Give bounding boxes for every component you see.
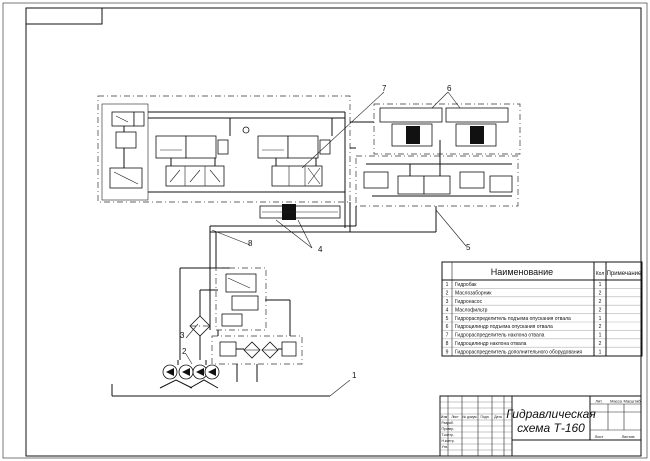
callout-leaders bbox=[185, 91, 467, 365]
spec-row-pos: 5 bbox=[446, 316, 449, 322]
title-block-label: Н.контр. bbox=[442, 439, 455, 443]
title-block-label: Провер. bbox=[442, 427, 455, 431]
pump-filter-block bbox=[189, 267, 267, 337]
spec-header-qty: Кол bbox=[596, 271, 605, 277]
spec-row-qty: 2 bbox=[599, 307, 602, 313]
spec-row-pos: 9 bbox=[446, 349, 449, 355]
spec-header-name: Наименование bbox=[491, 267, 553, 277]
spec-row-name: Маслозаборник bbox=[455, 291, 492, 297]
callout-4: 4 bbox=[318, 245, 323, 254]
tank-filter-assembly bbox=[211, 335, 303, 382]
spec-row-name: Маслофильтр bbox=[455, 307, 488, 313]
spec-row-name: Гидроцилиндр наклона отвала bbox=[455, 341, 527, 347]
spec-row-qty: 1 bbox=[599, 316, 602, 322]
pumps bbox=[159, 360, 220, 389]
callout-7: 7 bbox=[382, 84, 387, 93]
callout-1: 1 bbox=[352, 371, 357, 380]
pipework bbox=[179, 112, 437, 360]
title-block-label: Лит. bbox=[595, 399, 602, 404]
spec-row-name: Гидрораспределитель дополнительного обор… bbox=[455, 349, 582, 355]
spec-row-name: Гидронасос bbox=[455, 299, 483, 305]
spec-row-name: Гидроцилиндр подъема опускания отвала bbox=[455, 324, 553, 330]
callout-3: 3 bbox=[180, 331, 185, 340]
spec-row-name: Гидробак bbox=[455, 282, 477, 288]
drawing-title-line-2: схема Т-160 bbox=[517, 421, 585, 435]
title-block-label: № докум. bbox=[463, 415, 478, 419]
spec-row-qty: 2 bbox=[599, 299, 602, 305]
title-block-label: Лист bbox=[595, 434, 604, 439]
title-block-label: Листов bbox=[622, 434, 635, 439]
callout-6: 6 bbox=[447, 84, 452, 93]
title-block-label: Масса bbox=[610, 399, 623, 404]
callout-2: 2 bbox=[182, 347, 187, 356]
distributor-group-left bbox=[97, 95, 351, 203]
spec-row-pos: 3 bbox=[446, 299, 449, 305]
title-block-label: Т.контр. bbox=[442, 433, 454, 437]
tilt-cylinders bbox=[259, 204, 341, 220]
spec-row-name: Гидрораспределитель подъема опускания от… bbox=[455, 316, 571, 322]
spec-row-qty: 2 bbox=[599, 291, 602, 297]
spec-row-pos: 6 bbox=[446, 324, 449, 330]
spec-row-qty: 2 bbox=[599, 341, 602, 347]
spec-row-pos: 2 bbox=[446, 291, 449, 297]
spec-row-pos: 1 bbox=[446, 282, 449, 288]
spec-row-qty: 1 bbox=[599, 333, 602, 339]
spec-row-pos: 7 bbox=[446, 333, 449, 339]
callout-5: 5 bbox=[466, 243, 471, 252]
callout-8: 8 bbox=[248, 239, 253, 248]
title-block-label: Дата bbox=[494, 415, 502, 419]
spec-row-pos: 4 bbox=[446, 307, 449, 313]
title-block-label: Разраб. bbox=[442, 421, 454, 425]
tank-line bbox=[111, 379, 351, 397]
title-block-label: Изм bbox=[441, 415, 448, 419]
callout-numbers: 7 6 4 8 5 3 2 1 bbox=[180, 84, 471, 380]
title-block-label: Лист bbox=[451, 415, 459, 419]
title-block-label: Подп. bbox=[480, 415, 489, 419]
spec-row-pos: 8 bbox=[446, 341, 449, 347]
title-block-label: Масштаб bbox=[623, 399, 641, 404]
spec-row-qty: 1 bbox=[599, 282, 602, 288]
spec-row-name: Гидрораспределитель наклона отвала bbox=[455, 333, 545, 339]
title-block-label: Утв. bbox=[442, 445, 449, 449]
spec-header-note: Примечание bbox=[607, 271, 642, 277]
drawing-title-line-1: Гидравлическая bbox=[506, 407, 596, 421]
spec-row-qty: 2 bbox=[599, 324, 602, 330]
distributor-group-right bbox=[355, 103, 521, 207]
spec-row-qty: 1 bbox=[599, 349, 602, 355]
